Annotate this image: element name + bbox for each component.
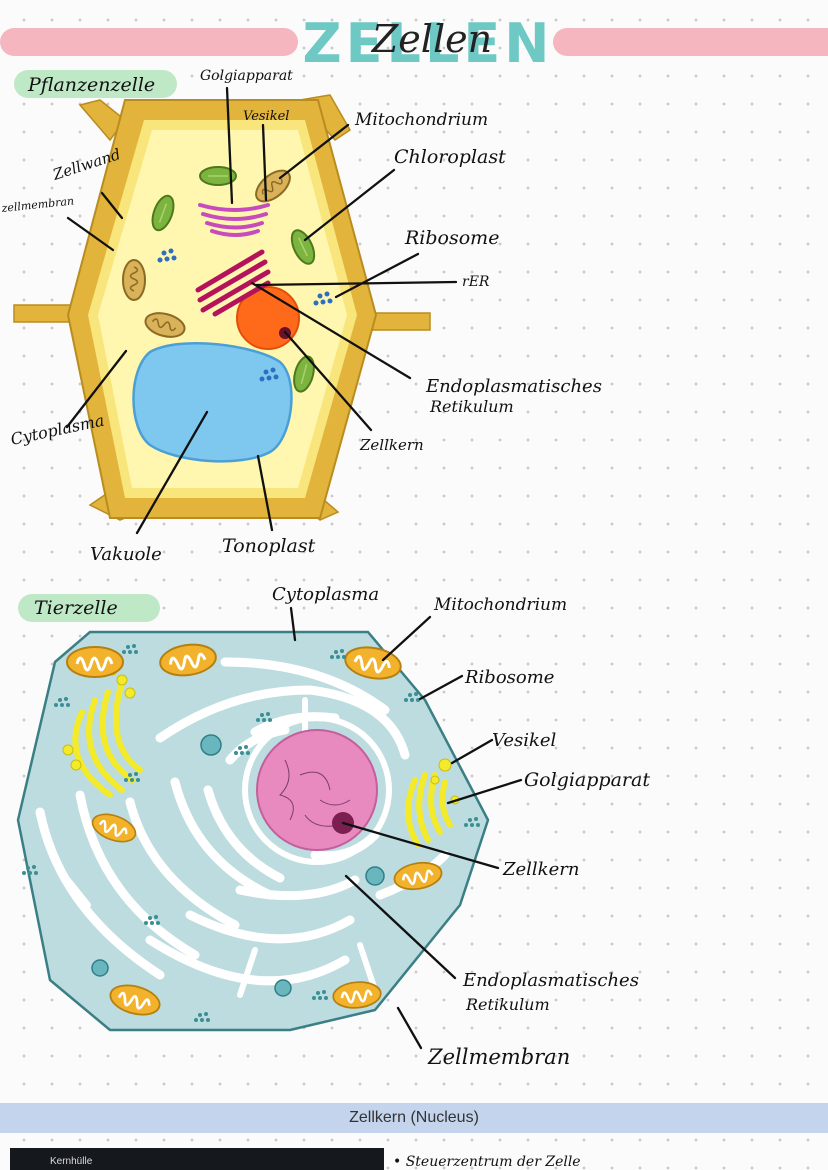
animal-lysosomes [91,734,385,997]
label-animal-ribosome: Ribosome [464,667,554,688]
label-plant-mito: Mitochondrium [354,110,488,130]
plant-mito-2 [122,259,146,301]
bullet-point: • Steuerzentrum der Zelle [393,1154,581,1170]
section-title: Zellkern (Nucleus) [349,1109,479,1126]
animal-tag-bg [18,594,160,622]
label-animal-membran: Zellmembran [427,1045,570,1069]
chromatin [279,759,351,827]
nucleus-image-caption: Kernhülle [50,1156,93,1167]
animal-cell-membrane [16,630,490,1032]
label-plant-chloro: Chloroplast [394,146,506,168]
label-animal-er2: Retikulum [465,995,550,1014]
label-animal-er1: Endoplasmatisches [462,970,639,991]
label-plant-golgi: Golgiapparat [200,68,293,84]
page-title: ZELLEN [303,12,554,75]
label-plant-zellkern: Zellkern [359,436,424,454]
plant-golgi [198,203,270,237]
label-plant-rer: rER [462,274,490,290]
label-animal-cytoplasma: Cytoplasma [272,584,379,605]
animal-labels: Cytoplasma Mitochondrium Ribosome Vesike… [272,584,650,1069]
plant-labels: Golgiapparat Vesikel Mitochondrium Chlor… [0,68,602,565]
header-band-left [0,28,298,56]
plant-tag-bg [14,70,177,98]
header-band-right [553,28,828,56]
label-animal-golgi: Golgiapparat [524,769,650,791]
plant-cell-section: Pflanzenzelle [0,68,602,565]
animal-nucleus [256,729,378,851]
header: ZELLEN Zellen [0,12,828,75]
animal-tag: Tierzelle [34,597,118,619]
vacuole [132,342,293,463]
bullet-text: Steuerzentrum der Zelle [405,1154,581,1170]
label-plant-vakuole: Vakuole [90,544,162,565]
animal-leader-lines [289,606,523,1050]
label-animal-zellkern: Zellkern [502,859,579,880]
label-plant-tonoplast: Tonoplast [222,535,316,557]
label-animal-vesikel: Vesikel [492,730,557,751]
animal-mito-1 [65,645,125,679]
plant-tag: Pflanzenzelle [27,74,155,96]
nuclear-envelope [242,715,392,865]
label-plant-membran: zellmembran [0,194,75,215]
page-title-script: Zellen [371,17,492,61]
animal-cell-section: Tierzelle [16,584,650,1069]
animal-golgi-right [405,772,453,848]
label-plant-cytoplasma: Cytoplasma [9,411,106,449]
nucleus-image: Kernhülle [10,1148,384,1170]
label-plant-ribosome: Ribosome [404,227,499,249]
animal-er [35,657,450,998]
label-plant-vesikel: Vesikel [243,109,289,124]
label-animal-mito: Mitochondrium [433,595,567,615]
label-plant-er2: Retikulum [429,397,514,416]
plant-leader-lines [65,86,458,535]
section-header: Zellkern (Nucleus) [0,1103,828,1133]
animal-golgi-left [72,682,143,798]
label-plant-er1: Endoplasmatisches [425,376,602,397]
